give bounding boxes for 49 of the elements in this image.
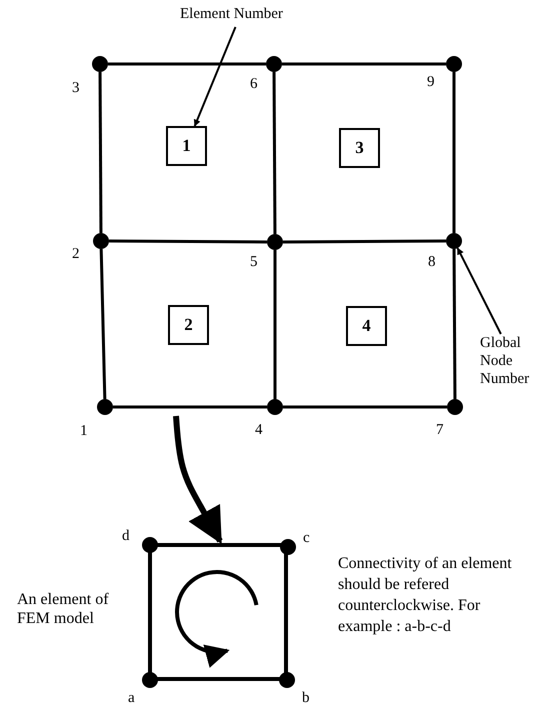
leader-arrow — [456, 248, 502, 334]
node-dot — [97, 399, 113, 415]
mesh-line — [282, 62, 446, 66]
curved-arrow — [173, 416, 223, 544]
node-dot — [92, 56, 108, 72]
node-label: 6 — [250, 76, 258, 93]
mesh-line — [452, 249, 456, 399]
node-dot — [280, 539, 296, 555]
element-number: 2 — [168, 305, 209, 345]
node-label: 3 — [72, 80, 80, 97]
mesh-line — [100, 248, 106, 400]
element-number: 1 — [166, 126, 207, 166]
element-number: 3 — [339, 128, 380, 168]
node-label: 5 — [250, 254, 258, 271]
element-caption: An element of FEM model — [17, 590, 110, 628]
leader-arrow — [194, 26, 236, 127]
node-label: c — [303, 530, 310, 547]
node-dot — [142, 537, 158, 553]
mesh-line — [283, 406, 447, 408]
node-dot — [447, 399, 463, 415]
node-label: 9 — [427, 74, 434, 91]
element-number: 4 — [346, 306, 387, 346]
callout-text: Global Node Number — [480, 334, 552, 394]
mesh-line — [274, 250, 276, 399]
node-label: 2 — [72, 246, 80, 263]
node-dot — [93, 233, 109, 249]
mesh-line — [113, 406, 267, 408]
callout-text: Element Number — [180, 5, 300, 27]
node-label: 8 — [428, 254, 436, 271]
node-label: a — [128, 690, 135, 704]
node-dot — [267, 399, 283, 415]
mesh-line — [452, 72, 456, 233]
node-label: b — [302, 690, 310, 704]
node-dot — [446, 233, 462, 249]
node-label: 7 — [436, 422, 444, 439]
node-label: 1 — [80, 423, 88, 440]
node-dot — [267, 234, 283, 250]
node-dot — [446, 56, 462, 72]
mesh-line — [272, 72, 276, 234]
node-dot — [279, 672, 295, 688]
node-dot — [142, 672, 158, 688]
mesh-line — [109, 240, 267, 244]
node-label: d — [122, 528, 130, 545]
mesh-line — [108, 62, 266, 66]
mesh-line — [98, 72, 102, 233]
mesh-line — [283, 240, 446, 244]
node-label: 4 — [255, 422, 262, 439]
node-dot — [266, 56, 282, 72]
note-text: Connectivity of an element should be refered counterclockwise. For example : a-b-c-d — [338, 554, 513, 637]
